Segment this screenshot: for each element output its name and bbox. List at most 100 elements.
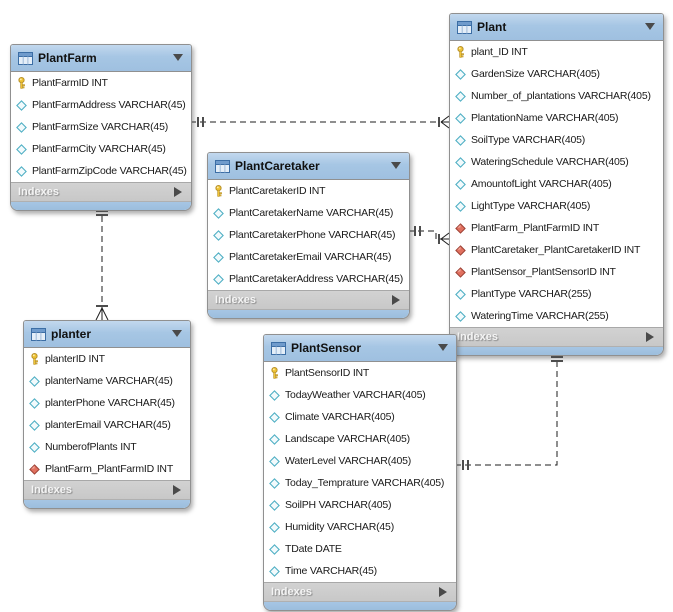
collapse-arrow-icon[interactable] (391, 162, 401, 169)
column-diamond-icon (455, 310, 468, 322)
column-row[interactable]: Number_of_plantations VARCHAR(405) (450, 85, 663, 107)
column-row[interactable]: AmountofLight VARCHAR(405) (450, 173, 663, 195)
indexes-label: Indexes (31, 484, 72, 496)
crow-foot-prong (95, 307, 103, 321)
column-row[interactable]: Today_Temprature VARCHAR(405) (264, 472, 456, 494)
table-header[interactable]: PlantSensor (264, 335, 456, 362)
table-header[interactable]: PlantFarm (11, 45, 191, 72)
collapse-arrow-icon[interactable] (173, 54, 183, 61)
column-diamond-icon (269, 433, 282, 445)
indexes-footer[interactable]: Indexes (208, 290, 409, 310)
column-diamond-icon (213, 207, 226, 219)
column-diamond-icon (16, 121, 29, 133)
column-diamond-icon (269, 455, 282, 467)
column-label: AmountofLight VARCHAR(405) (471, 178, 612, 190)
column-row[interactable]: PlantCaretakerPhone VARCHAR(45) (208, 224, 409, 246)
relationship-plantcaretaker-to-plant[interactable] (408, 226, 450, 246)
column-row[interactable]: WateringTime VARCHAR(255) (450, 305, 663, 327)
column-label: PlantCaretakerID INT (229, 185, 326, 197)
relationship-plantfarm-to-plant[interactable] (190, 115, 450, 129)
column-row[interactable]: PlantSensor_PlantSensorID INT (450, 261, 663, 283)
column-row[interactable]: PlantCaretakerName VARCHAR(45) (208, 202, 409, 224)
relationship-plantsensor-to-plant[interactable] (455, 352, 563, 470)
expand-arrow-icon[interactable] (392, 295, 400, 305)
primary-key-icon (16, 77, 29, 89)
table-bottom-bar (264, 602, 456, 610)
column-label: SoilType VARCHAR(405) (471, 134, 586, 146)
column-row[interactable]: TodayWeather VARCHAR(405) (264, 384, 456, 406)
column-row[interactable]: PlantFarmSize VARCHAR(45) (11, 116, 191, 138)
column-row[interactable]: PlantFarmCity VARCHAR(45) (11, 138, 191, 160)
expand-arrow-icon[interactable] (646, 332, 654, 342)
table-header[interactable]: PlantCaretaker (208, 153, 409, 180)
column-row[interactable]: GardenSize VARCHAR(405) (450, 63, 663, 85)
column-label: PlantSensor_PlantSensorID INT (471, 266, 616, 278)
column-diamond-icon (29, 441, 42, 453)
expand-arrow-icon[interactable] (174, 187, 182, 197)
column-row[interactable]: PlantFarmAddress VARCHAR(45) (11, 94, 191, 116)
indexes-footer[interactable]: Indexes (24, 480, 190, 500)
column-row[interactable]: Landscape VARCHAR(405) (264, 428, 456, 450)
column-row[interactable]: PlantFarmZipCode VARCHAR(45) (11, 160, 191, 182)
indexes-footer[interactable]: Indexes (264, 582, 456, 602)
column-row[interactable]: PlantType VARCHAR(255) (450, 283, 663, 305)
column-diamond-icon (16, 143, 29, 155)
column-label: WaterLevel VARCHAR(405) (285, 455, 412, 467)
column-row[interactable]: LightType VARCHAR(405) (450, 195, 663, 217)
table-header[interactable]: planter (24, 321, 190, 348)
table-header[interactable]: Plant (450, 14, 663, 41)
indexes-footer[interactable]: Indexes (11, 182, 191, 202)
column-row[interactable]: PlantSensorID INT (264, 362, 456, 384)
table-bottom-bar (24, 500, 190, 508)
column-row[interactable]: NumberofPlants INT (24, 436, 190, 458)
column-label: PlantCaretaker_PlantCaretakerID INT (471, 244, 641, 256)
column-label: Humidity VARCHAR(45) (285, 521, 394, 533)
column-row[interactable]: PlantFarm_PlantFarmID INT (450, 217, 663, 239)
column-row[interactable]: PlantCaretakerAddress VARCHAR(45) (208, 268, 409, 290)
expand-arrow-icon[interactable] (173, 485, 181, 495)
collapse-arrow-icon[interactable] (172, 330, 182, 337)
collapse-arrow-icon[interactable] (438, 344, 448, 351)
column-row[interactable]: planterName VARCHAR(45) (24, 370, 190, 392)
column-row[interactable]: SoilPH VARCHAR(405) (264, 494, 456, 516)
column-row[interactable]: PlantationName VARCHAR(405) (450, 107, 663, 129)
column-row[interactable]: PlantFarmID INT (11, 72, 191, 94)
column-row[interactable]: planterEmail VARCHAR(45) (24, 414, 190, 436)
column-row[interactable]: TDate DATE (264, 538, 456, 560)
column-row[interactable]: SoilType VARCHAR(405) (450, 129, 663, 151)
column-label: PlantCaretakerAddress VARCHAR(45) (229, 273, 404, 285)
column-row[interactable]: plant_ID INT (450, 41, 663, 63)
column-row[interactable]: planterID INT (24, 348, 190, 370)
column-row[interactable]: PlantFarm_PlantFarmID INT (24, 458, 190, 480)
column-label: Climate VARCHAR(405) (285, 411, 395, 423)
indexes-footer[interactable]: Indexes (450, 327, 663, 347)
column-label: PlantFarm_PlantFarmID INT (471, 222, 600, 234)
column-row[interactable]: Humidity VARCHAR(45) (264, 516, 456, 538)
column-label: planterPhone VARCHAR(45) (45, 397, 175, 409)
column-row[interactable]: PlantCaretaker_PlantCaretakerID INT (450, 239, 663, 261)
column-row[interactable]: WateringSchedule VARCHAR(405) (450, 151, 663, 173)
column-diamond-icon (16, 165, 29, 177)
relationship-plantfarm-to-planter[interactable] (95, 206, 109, 321)
table-icon (457, 20, 472, 34)
column-row[interactable]: PlantCaretakerID INT (208, 180, 409, 202)
table-title: Plant (477, 20, 507, 34)
crow-foot-prong (101, 307, 109, 321)
column-row[interactable]: PlantCaretakerEmail VARCHAR(45) (208, 246, 409, 268)
expand-arrow-icon[interactable] (439, 587, 447, 597)
column-label: PlantCaretakerName VARCHAR(45) (229, 207, 394, 219)
column-label: PlantSensorID INT (285, 367, 370, 379)
collapse-arrow-icon[interactable] (645, 23, 655, 30)
column-row[interactable]: Climate VARCHAR(405) (264, 406, 456, 428)
column-row[interactable]: WaterLevel VARCHAR(405) (264, 450, 456, 472)
column-row[interactable]: planterPhone VARCHAR(45) (24, 392, 190, 414)
column-label: PlantFarm_PlantFarmID INT (45, 463, 174, 475)
column-row[interactable]: Time VARCHAR(45) (264, 560, 456, 582)
